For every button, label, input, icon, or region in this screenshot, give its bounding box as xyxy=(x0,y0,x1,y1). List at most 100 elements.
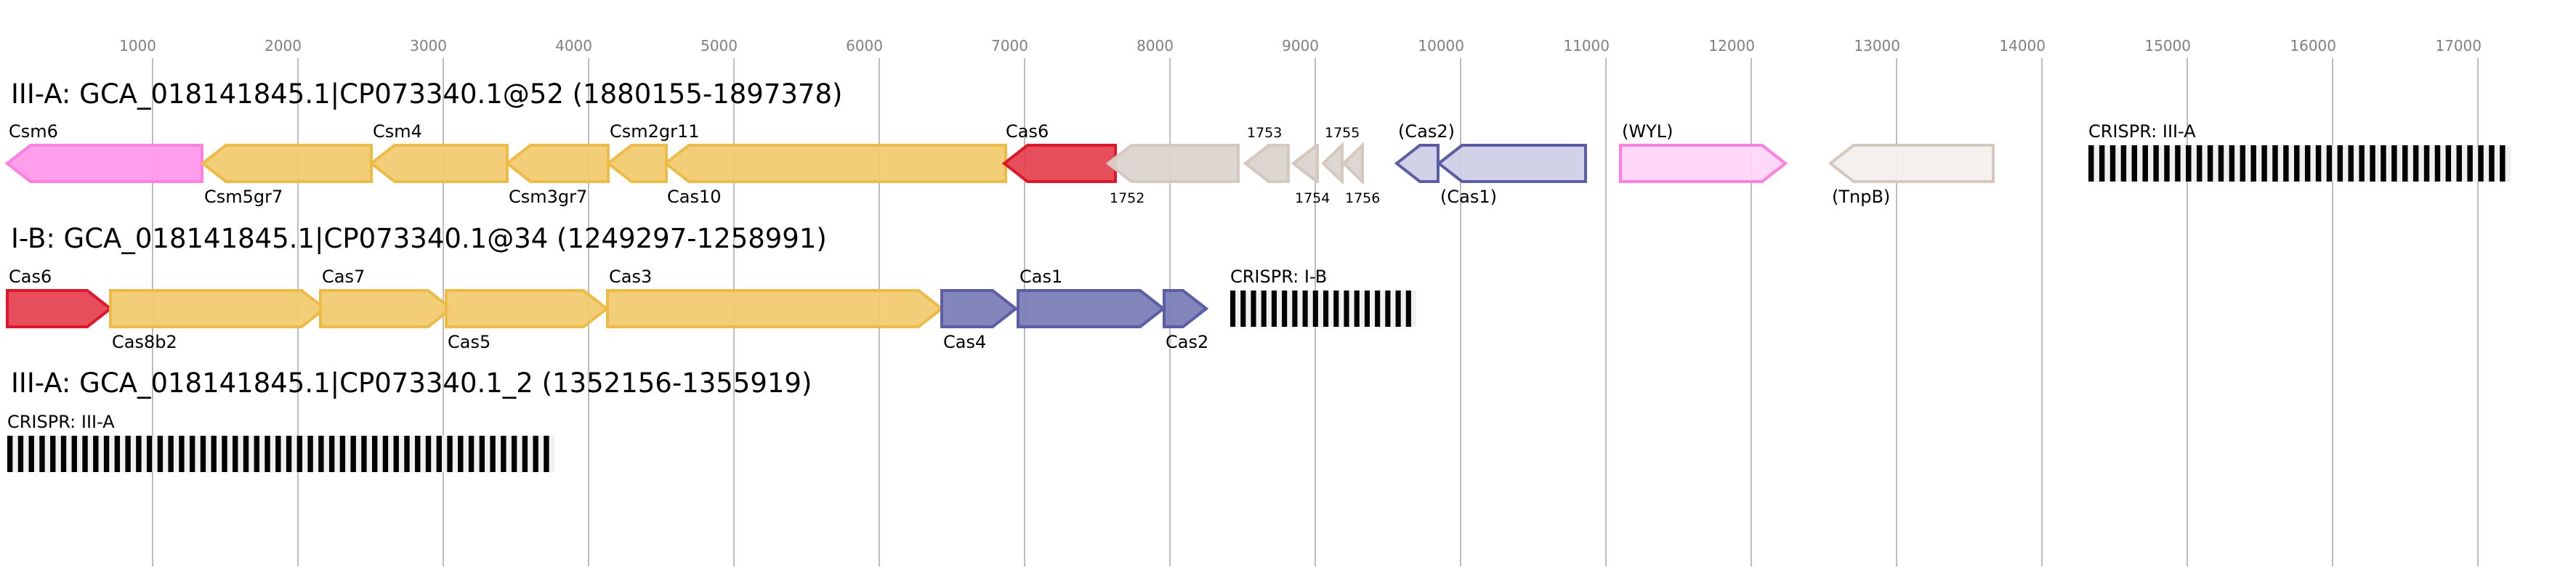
crispr-repeat xyxy=(2391,145,2397,182)
crispr-repeat xyxy=(1395,290,1401,327)
tick-label: 7000 xyxy=(991,37,1028,54)
crispr-array[interactable]: CRISPR: III-A xyxy=(7,412,554,472)
crispr-repeat xyxy=(404,436,410,472)
gene[interactable]: Csm3gr7 xyxy=(504,144,610,207)
gene[interactable]: 1756 xyxy=(1341,142,1380,206)
crispr-repeat xyxy=(393,436,399,472)
crispr-repeat xyxy=(265,436,270,472)
gene[interactable]: 1754 xyxy=(1291,144,1330,206)
gene-arrow[interactable] xyxy=(6,289,113,328)
gene-arrow[interactable] xyxy=(1105,144,1240,183)
crispr-repeat xyxy=(2348,145,2354,182)
crispr-repeat xyxy=(1282,290,1288,327)
gene[interactable]: 1752 xyxy=(1105,144,1240,206)
gene-label: 1755 xyxy=(1325,125,1360,141)
crispr-repeat xyxy=(2489,145,2495,182)
crispr-repeat xyxy=(286,436,292,472)
gene-label: (TnpB) xyxy=(1832,187,1890,207)
crispr-array[interactable]: CRISPR: I-B xyxy=(1230,267,1416,327)
crispr-repeat xyxy=(1323,290,1329,327)
crispr-repeat xyxy=(50,436,56,472)
crispr-repeat xyxy=(1385,290,1391,327)
crispr-repeat xyxy=(372,436,378,472)
tick-label: 10000 xyxy=(1418,37,1464,54)
crispr-repeat xyxy=(2099,145,2105,182)
crispr-repeat xyxy=(468,436,475,472)
gene-arrow[interactable] xyxy=(319,289,454,328)
gene-arrow[interactable] xyxy=(445,289,610,328)
tick-label: 1000 xyxy=(119,37,156,54)
gene[interactable]: (WYL) xyxy=(1619,121,1788,183)
gene[interactable]: (Cas1) xyxy=(1436,144,1587,207)
gene[interactable]: Csm6 xyxy=(4,121,203,183)
crispr-repeat xyxy=(2283,145,2289,182)
crispr-repeat xyxy=(211,436,217,472)
crispr-repeat xyxy=(2445,145,2452,182)
gene-arrow[interactable] xyxy=(504,144,610,183)
crispr-repeat xyxy=(318,436,324,472)
crispr-repeat xyxy=(233,436,238,472)
loci-tracks: III-A: GCA_018141845.1|CP073340.1@52 (18… xyxy=(4,78,2511,472)
gene-arrow[interactable] xyxy=(1017,289,1166,328)
crispr-repeat xyxy=(93,436,99,472)
crispr-repeat xyxy=(1405,290,1411,327)
crispr-repeat xyxy=(2370,145,2375,182)
gene-arrow[interactable] xyxy=(605,144,668,183)
crispr-repeat xyxy=(114,436,121,472)
crispr-repeat xyxy=(296,436,303,472)
gene[interactable]: Cas3 xyxy=(606,267,945,328)
gene[interactable]: Cas1 xyxy=(1017,267,1166,328)
gene-arrow[interactable] xyxy=(1243,144,1290,183)
gene[interactable]: Cas8b2 xyxy=(109,289,328,352)
crispr-repeat xyxy=(415,436,421,472)
crispr-repeat xyxy=(2175,145,2181,182)
crispr-repeat xyxy=(125,436,131,472)
gene[interactable]: Csm4 xyxy=(368,121,509,183)
gene-arrow[interactable] xyxy=(4,144,203,183)
crispr-repeat xyxy=(200,436,206,472)
gene-arrow[interactable] xyxy=(940,289,1019,328)
gene[interactable]: Cas4 xyxy=(940,289,1019,352)
crispr-repeat xyxy=(1251,290,1256,327)
crispr-repeat xyxy=(243,436,249,472)
crispr-repeat xyxy=(1312,290,1318,327)
gene[interactable]: Cas6 xyxy=(1001,121,1117,183)
gene-arrow[interactable] xyxy=(1291,144,1319,183)
gene-arrow[interactable] xyxy=(1619,144,1788,183)
gene-arrow[interactable] xyxy=(1341,142,1364,185)
crispr-repeat xyxy=(179,436,185,472)
gene[interactable]: Csm5gr7 xyxy=(200,144,373,207)
gene-arrow[interactable] xyxy=(1828,144,1995,183)
gene[interactable]: Cas10 xyxy=(663,144,1007,207)
tick-label: 14000 xyxy=(1999,37,2046,54)
crispr-repeat xyxy=(254,436,259,472)
gene-arrow[interactable] xyxy=(200,144,373,183)
gene[interactable]: 1753 xyxy=(1243,125,1290,183)
gene-arrow[interactable] xyxy=(1163,289,1209,328)
gene-arrow[interactable] xyxy=(1001,144,1117,183)
gene-arrow[interactable] xyxy=(663,144,1007,183)
gene-arrow[interactable] xyxy=(606,289,945,328)
crispr-repeat xyxy=(2164,145,2170,182)
crispr-repeat xyxy=(2456,145,2462,182)
gene[interactable]: Cas5 xyxy=(445,289,610,352)
crispr-repeat xyxy=(17,436,24,472)
gene-arrow[interactable] xyxy=(368,144,509,183)
crispr-repeat xyxy=(1230,290,1236,327)
gene-arrow[interactable] xyxy=(109,289,328,328)
crispr-repeat xyxy=(511,436,517,472)
gene[interactable]: (Cas2) xyxy=(1394,121,1455,183)
gene-arrow[interactable] xyxy=(1394,144,1440,183)
gene-label: Cas7 xyxy=(322,267,365,287)
gene[interactable]: Cas6 xyxy=(6,267,113,328)
gene[interactable]: Cas7 xyxy=(319,267,454,328)
crispr-array[interactable]: CRISPR: III-A xyxy=(2088,121,2511,182)
gene-arrow[interactable] xyxy=(1436,144,1587,183)
gene[interactable]: (TnpB) xyxy=(1828,144,1995,207)
gene-arrow[interactable] xyxy=(1321,142,1344,185)
crispr-repeat xyxy=(7,436,13,472)
crispr-repeat xyxy=(1344,290,1349,327)
crispr-repeat xyxy=(328,436,335,472)
gene[interactable]: Cas2 xyxy=(1163,289,1209,352)
